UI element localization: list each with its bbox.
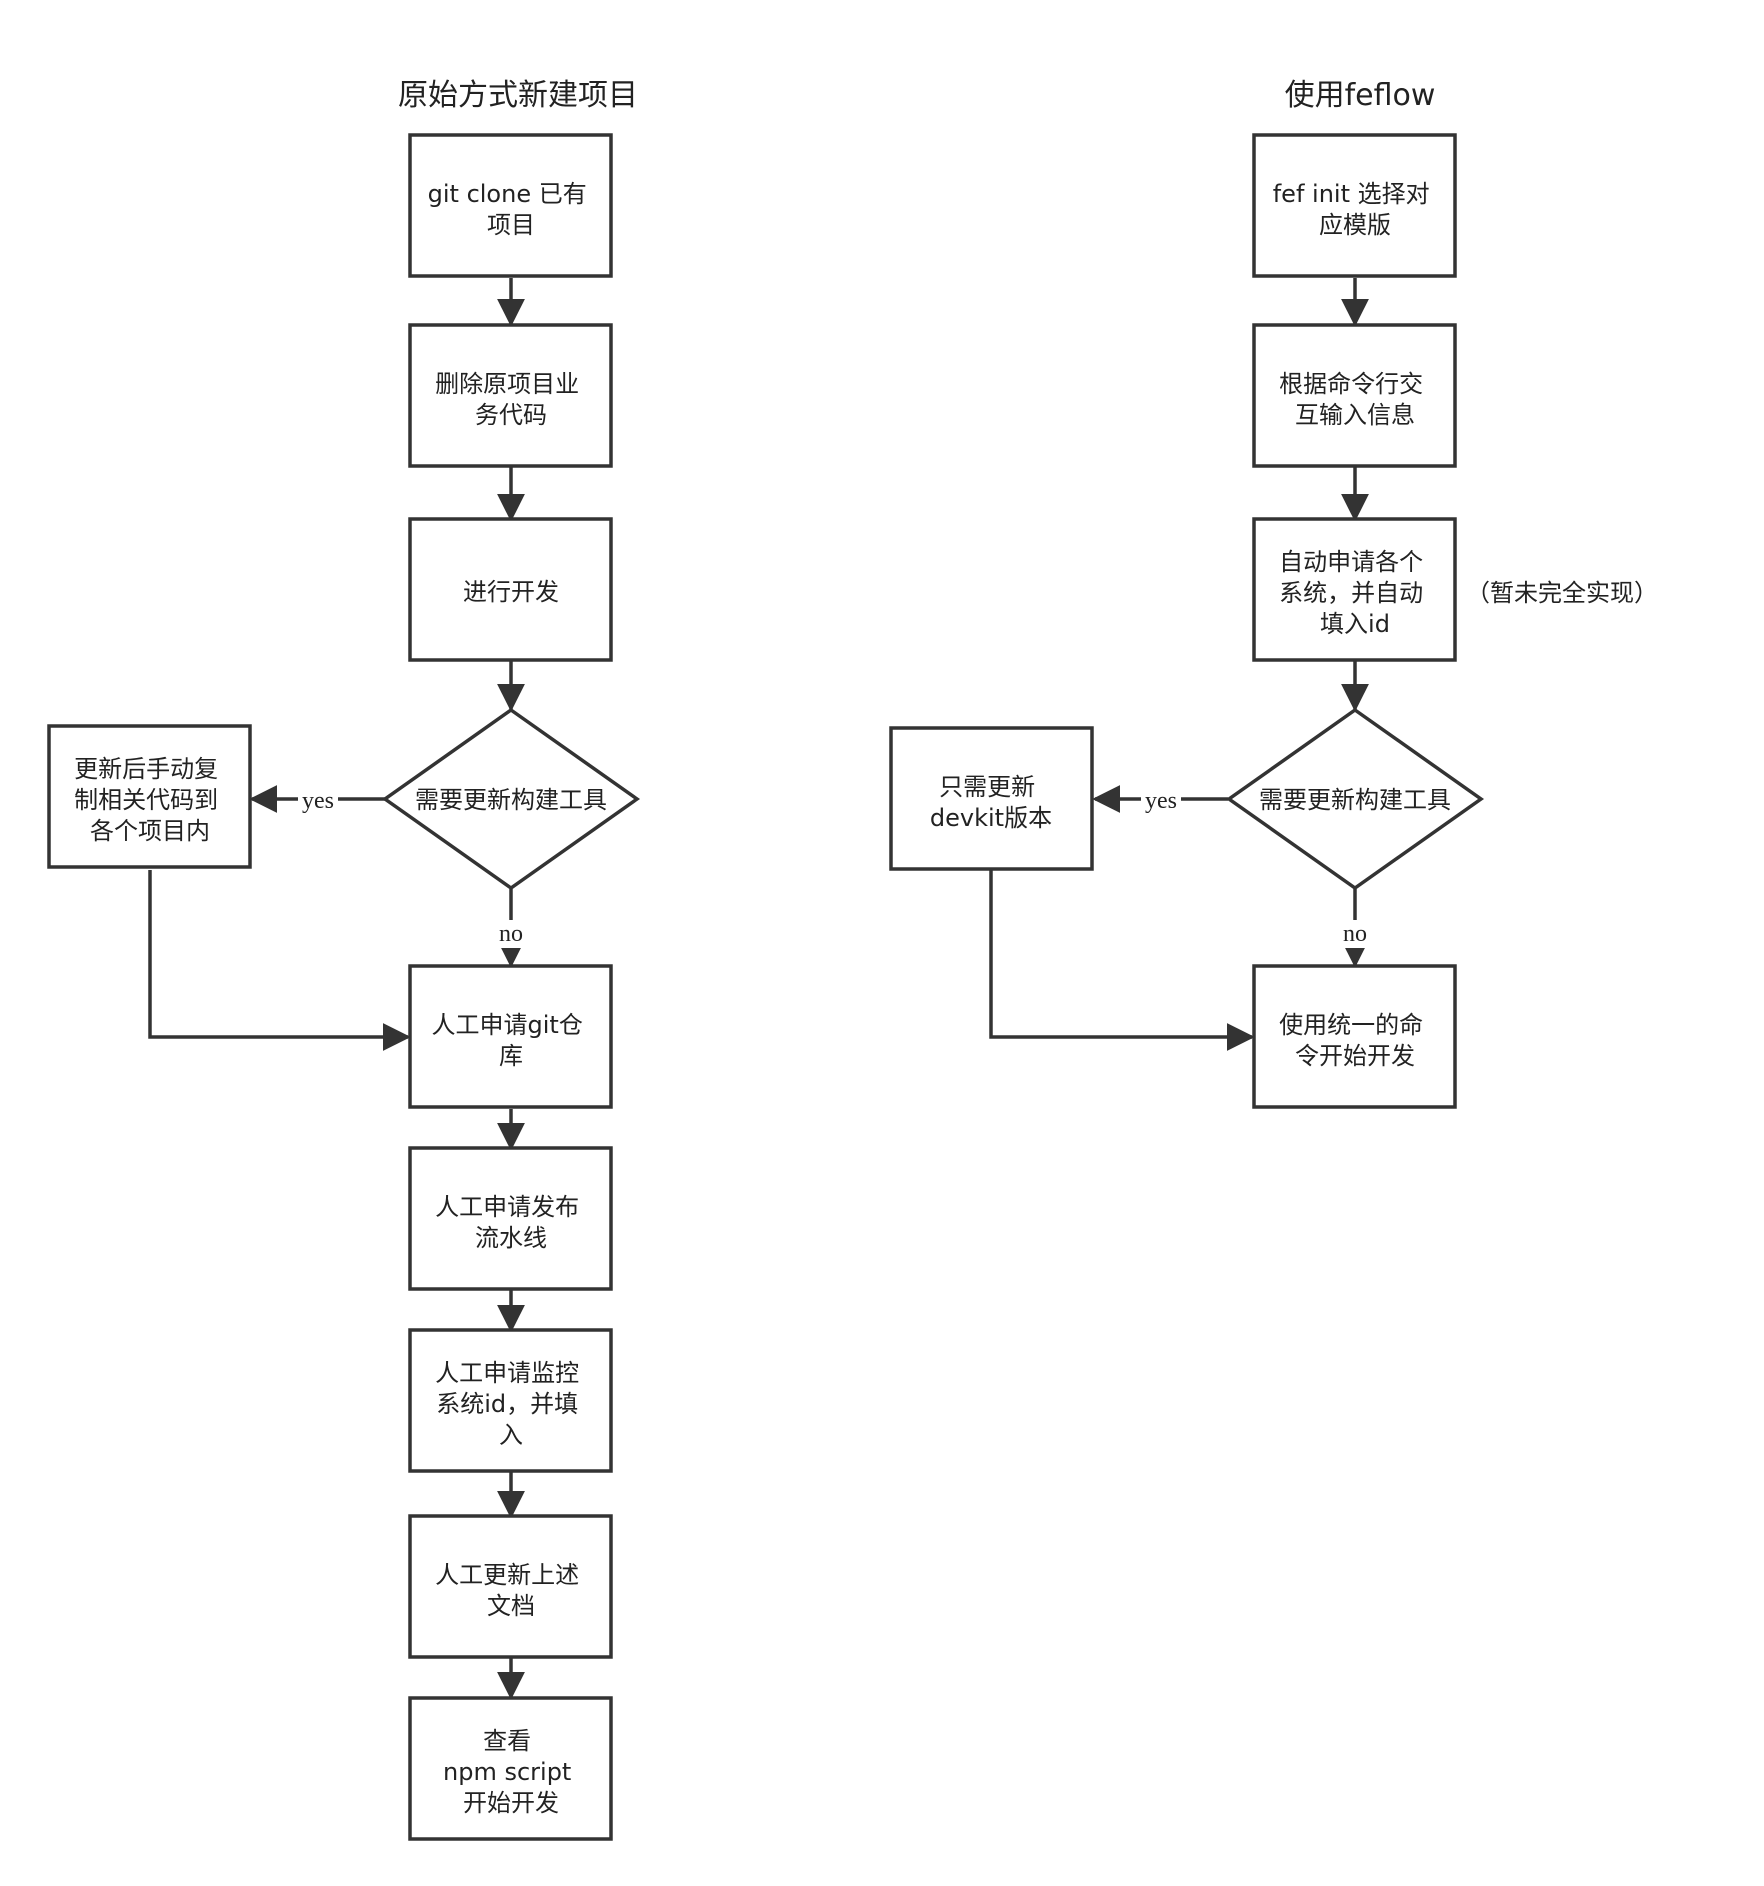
- node-unified-command-label: 使用统一的命 令开始开发: [1279, 1011, 1431, 1070]
- node-manual-copy: [47, 724, 252, 869]
- node-cli-input-label: 根据命令行交 互输入信息: [1279, 370, 1431, 429]
- left-column-title: 原始方式新建项目: [398, 78, 638, 113]
- node-update-docs-label: 人工更新上述 文档: [435, 1561, 587, 1620]
- node-npm-script: [408, 1696, 613, 1841]
- node-develop-label: 进行开发: [463, 578, 559, 606]
- node-git-repo: [408, 964, 613, 1109]
- nodes-layer: [47, 133, 1485, 1841]
- node-text-line: 系统id，并填: [436, 1390, 578, 1418]
- node-text-line: 应模版: [1319, 211, 1391, 239]
- node-text-line: 删除原项目业: [435, 370, 579, 398]
- node-pipeline-label: 人工申请发布 流水线: [435, 1193, 587, 1252]
- node-delete-code: [408, 323, 613, 468]
- node-text-line: 使用统一的命: [1279, 1011, 1423, 1039]
- node-text-line: 自动申请各个: [1279, 548, 1423, 576]
- yes-label-left: yes: [302, 788, 334, 814]
- node-monitor-label: 人工申请监控 系统id，并填 入: [435, 1359, 587, 1449]
- node-text-line: 项目: [487, 211, 535, 239]
- right-column-title: 使用feflow: [1285, 78, 1436, 113]
- node-update-devkit-label: 只需更新 devkit版本: [930, 773, 1052, 832]
- node-text-line: 各个项目内: [90, 817, 210, 845]
- node-decision-left: [381, 707, 641, 891]
- node-text-line: 流水线: [475, 1224, 547, 1252]
- not-fully-implemented-note: （暂未完全实现）: [1466, 579, 1658, 607]
- node-auto-apply: [1252, 517, 1457, 662]
- node-text-line: 人工申请git仓: [432, 1011, 583, 1039]
- node-update-devkit: [889, 726, 1094, 871]
- node-text-line: 系统，并自动: [1279, 579, 1423, 607]
- node-unified-command: [1252, 964, 1457, 1109]
- node-develop: [408, 517, 613, 662]
- node-npm-script-label: 查看 npm script 开始开发: [443, 1727, 579, 1817]
- node-text-line: git clone 已有: [428, 180, 587, 208]
- no-label-right: no: [1343, 921, 1367, 947]
- edges-layer: [148, 278, 1369, 1700]
- edge-label-bg: [1141, 786, 1181, 814]
- node-text-line: 文档: [487, 1592, 535, 1620]
- node-text-line: 库: [499, 1042, 523, 1070]
- no-label-left: no: [499, 921, 523, 947]
- node-text-line: 人工申请发布: [435, 1193, 579, 1221]
- node-text-line: 务代码: [475, 401, 547, 429]
- node-text-line: 制相关代码到: [74, 786, 218, 814]
- node-fef-init: [1252, 133, 1457, 278]
- node-monitor: [408, 1328, 613, 1473]
- edge-manual-copy-to-git-repo: [148, 870, 411, 1051]
- edge-label-bg: [298, 786, 338, 814]
- node-manual-copy-label: 更新后手动复 制相关代码到 各个项目内: [74, 755, 226, 845]
- edge-labels-layer: yes no yes no: [298, 786, 1373, 948]
- node-pipeline: [408, 1146, 613, 1291]
- node-decision-right: [1225, 707, 1485, 891]
- node-text-line: 需要更新构建工具: [415, 786, 607, 814]
- node-text-line: 查看: [483, 1727, 531, 1755]
- node-text-line: npm script: [443, 1758, 571, 1786]
- node-text-line: 只需更新: [939, 773, 1035, 801]
- edge-devkit-to-unified: [989, 870, 1255, 1051]
- node-fef-init-label: fef init 选择对 应模版: [1273, 180, 1438, 239]
- yes-label-right: yes: [1145, 788, 1177, 814]
- node-text-line: 入: [499, 1421, 523, 1449]
- node-text-line: 需要更新构建工具: [1259, 786, 1451, 814]
- node-auto-apply-label: 自动申请各个 系统，并自动 填入id: [1279, 548, 1431, 638]
- node-git-clone-label: git clone 已有 项目: [428, 180, 595, 239]
- node-text-line: 填入id: [1320, 610, 1390, 638]
- node-text-line: 进行开发: [463, 578, 559, 606]
- node-git-repo-label: 人工申请git仓 库: [432, 1011, 591, 1070]
- node-cli-input: [1252, 323, 1457, 468]
- node-text-line: fef init 选择对: [1273, 180, 1430, 208]
- node-text-line: 更新后手动复: [74, 755, 218, 783]
- edge-label-bg: [1337, 920, 1373, 948]
- node-text-line: 令开始开发: [1295, 1042, 1415, 1070]
- node-decision-right-label: 需要更新构建工具: [1259, 786, 1451, 814]
- node-text-line: 人工申请监控: [435, 1359, 579, 1387]
- node-text-line: 开始开发: [463, 1789, 559, 1817]
- edge-label-bg: [493, 920, 529, 948]
- node-git-clone: [408, 133, 613, 278]
- node-update-docs: [408, 1514, 613, 1659]
- node-delete-code-label: 删除原项目业 务代码: [435, 370, 587, 429]
- node-text-line: 人工更新上述: [435, 1561, 579, 1589]
- node-text-line: 互输入信息: [1295, 401, 1415, 429]
- node-decision-left-label: 需要更新构建工具: [415, 786, 607, 814]
- node-labels-layer: git clone 已有 项目 删除原项目业 务代码 进行开发 需要更新构建工具…: [74, 180, 1658, 1817]
- node-text-line: 根据命令行交: [1279, 370, 1423, 398]
- node-text-line: devkit版本: [930, 804, 1052, 832]
